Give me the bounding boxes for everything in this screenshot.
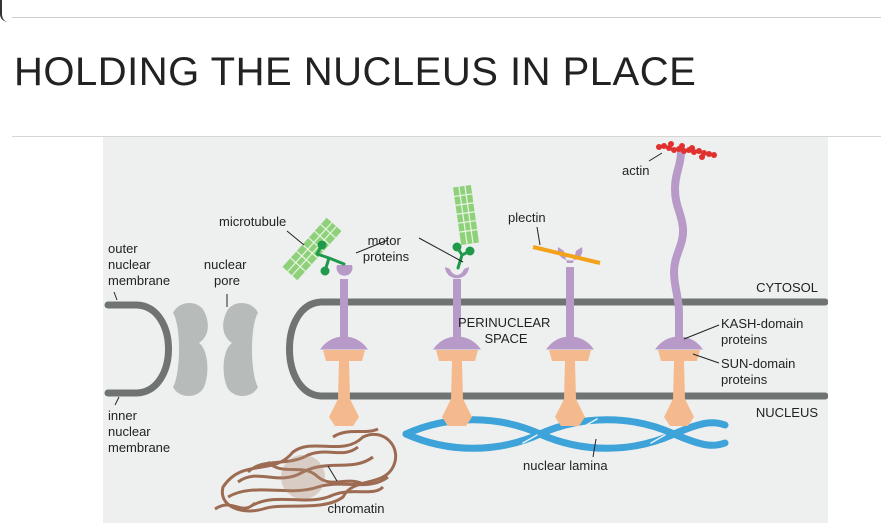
title-divider bbox=[12, 136, 881, 137]
nuclear-lamina-label: nuclear lamina bbox=[523, 458, 608, 473]
plectin-label: plectin bbox=[508, 210, 546, 225]
motor-proteins-label: motor proteins bbox=[363, 233, 410, 264]
outer-nuclear-membrane-label: outer nuclear membrane bbox=[108, 241, 170, 288]
top-divider bbox=[12, 17, 881, 18]
nuclear-envelope-diagram: outer nuclear membrane nuclear pore micr… bbox=[103, 137, 828, 523]
sun-domain-proteins bbox=[323, 350, 700, 426]
plectin-strand bbox=[532, 245, 601, 265]
sun-domain-label: SUN-domain proteins bbox=[721, 356, 799, 387]
microtubules bbox=[282, 185, 479, 281]
slide-title: HOLDING THE NUCLEUS IN PLACE bbox=[14, 50, 697, 94]
cytosol-label: CYTOSOL bbox=[756, 280, 818, 295]
kash-domain-proteins bbox=[319, 150, 704, 350]
outer-nuclear-membrane bbox=[104, 301, 172, 397]
membrane-system bbox=[104, 298, 828, 400]
inner-nuclear-membrane bbox=[286, 298, 828, 400]
chromatin-mass bbox=[214, 427, 398, 513]
leader-lines bbox=[113, 152, 720, 482]
perinuclear-space-label: PERINUCLEAR SPACE bbox=[458, 315, 554, 346]
nuclear-pore-label: nuclear pore bbox=[204, 257, 250, 288]
chromatin-label: chromatin bbox=[327, 501, 384, 516]
microtubule-label: microtubule bbox=[219, 214, 286, 229]
slide-edge bbox=[0, 0, 12, 22]
motor-proteins bbox=[315, 240, 475, 276]
chromatin-core bbox=[281, 455, 325, 499]
actin-label: actin bbox=[622, 163, 649, 178]
kash-domain-label: KASH-domain proteins bbox=[721, 316, 807, 347]
nucleus-label: NUCLEUS bbox=[756, 405, 818, 420]
actin-filament bbox=[656, 141, 717, 160]
inner-nuclear-membrane-label: inner nuclear membrane bbox=[108, 408, 170, 455]
nuclear-pore bbox=[173, 302, 258, 396]
